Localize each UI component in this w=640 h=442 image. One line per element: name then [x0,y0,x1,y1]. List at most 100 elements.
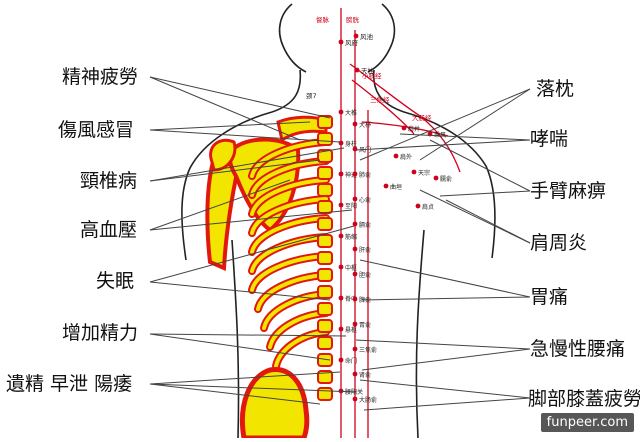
rib [250,197,328,235]
rib [250,235,328,273]
head-outline [278,3,307,73]
leader-line-3 [149,129,341,143]
vertebra [317,370,333,384]
point-fengchi-caption: 风池 [360,32,374,41]
point-spine-3-dot [338,202,344,208]
leader-line-28 [363,397,531,411]
point-bladder-0-caption: 大杼 [359,121,371,129]
point-bladder-2-dot [352,171,358,177]
point-fengchi-dot [353,33,359,39]
vertebra [317,132,333,146]
point-shoulder-6-dot [415,203,421,209]
label-cervical: 頸椎病 [80,170,138,192]
triple-burner-meridian [351,79,415,135]
point-shoulder-2-dot [393,153,399,159]
leader-line-4 [149,159,321,182]
label-energy: 增加精力 [62,322,139,344]
leader-line-13 [149,371,341,385]
leader-line-19 [429,139,531,192]
point-spine-4-dot [338,233,344,239]
label-stiff-neck: 落枕 [536,78,575,100]
rib [250,159,328,197]
point-spine-1-caption: 身柱 [345,140,357,148]
label-asthma: 哮喘 [530,128,569,150]
triple-burner-caption: 三焦经 [370,95,390,104]
label-frozen-shoulder: 肩周炎 [530,232,588,254]
acupoint-markers: 督脉膀胱风府风池天柱颈7小肠经三焦经大肠经大椎身柱神道至阳筋缩中枢脊中悬枢命门腰… [306,15,452,404]
vertebra [317,353,333,367]
leader-line-20 [439,190,531,197]
point-shoulder-4-caption: 曲垣 [390,183,402,191]
rib [250,140,328,178]
point-spine-0-caption: 大椎 [345,109,357,117]
point-shoulder-1-caption: 秉风 [434,131,446,139]
vertebra [317,217,333,231]
leader-line-14 [149,383,357,393]
vertebra [317,302,333,316]
rib [250,178,328,216]
point-spine-8-caption: 命门 [345,357,357,365]
point-bladder-2-caption: 肺俞 [359,171,371,179]
point-spine-5-dot [338,264,344,270]
point-bladder-1-dot [352,146,358,152]
c7-caption: 颈7 [306,92,317,100]
large-intestine-caption: 大肠经 [412,113,432,122]
point-shoulder-3-caption: 天宗 [418,169,430,177]
point-spine-2-dot [338,171,344,177]
vertebra [317,200,333,214]
point-bladder-1-caption: 风门 [359,146,371,154]
small-intestine-caption: 小肠经 [362,71,382,80]
point-shoulder-0-dot [401,125,407,131]
pelvis-bone [239,367,310,441]
governor-vessel-title: 督脉 [316,15,330,24]
leader-line-8 [149,281,331,301]
label-back-pain: 急慢性腰痛 [530,338,626,360]
point-shoulder-2-caption: 肩外 [400,153,412,161]
label-insomnia: 失眠 [96,270,135,292]
label-cold: 傷風感冒 [58,119,135,141]
point-shoulder-6-caption: 肩贞 [422,203,434,211]
point-bladder-6-dot [352,271,358,277]
rib [256,273,328,311]
leader-line-0 [149,76,301,141]
bladder-meridian-title: 膀胱 [346,15,360,24]
body-outline [181,3,496,439]
point-spine-3-caption: 至阳 [345,202,357,210]
leader-line-24 [361,296,531,301]
vertebra [317,234,333,248]
vertebra [317,336,333,350]
point-bladder-7-dot [352,296,358,302]
point-fengfu-caption: 风府 [345,38,359,47]
leader-line-10 [149,333,331,361]
label-fatigue: 精神疲勞 [62,66,139,88]
point-bladder-3-caption: 心俞 [359,196,371,204]
leader-line-1 [149,76,331,119]
leader-line-26 [361,348,531,371]
point-spine-6-dot [338,295,344,301]
point-bladder-8-caption: 胃俞 [359,321,371,329]
label-stomach-pain: 胃痛 [530,286,569,308]
point-bladder-0-dot [352,121,358,127]
right-shoulder-outline [372,69,496,259]
left-torso-outline [231,239,240,439]
point-shoulder-5-caption: 臑俞 [440,175,452,183]
point-shoulder-0-caption: 肩井 [408,125,420,133]
point-spine-0-dot [338,109,344,115]
vertebra [317,268,333,282]
leader-line-22 [445,199,531,244]
rib [250,254,328,292]
label-hypertension: 高血壓 [80,219,138,241]
vertebra [317,319,333,333]
leader-line-27 [359,379,531,399]
point-spine-5-caption: 中枢 [345,264,357,272]
point-spine-2-caption: 神道 [345,171,357,179]
point-bladder-4-caption: 膈俞 [359,221,371,229]
vertebra [317,183,333,197]
point-spine-1-dot [338,140,344,146]
leader-line-5 [149,147,345,182]
point-bladder-9-dot [352,346,358,352]
point-bladder-5-caption: 肝俞 [359,246,371,254]
leader-line-25 [355,339,531,350]
